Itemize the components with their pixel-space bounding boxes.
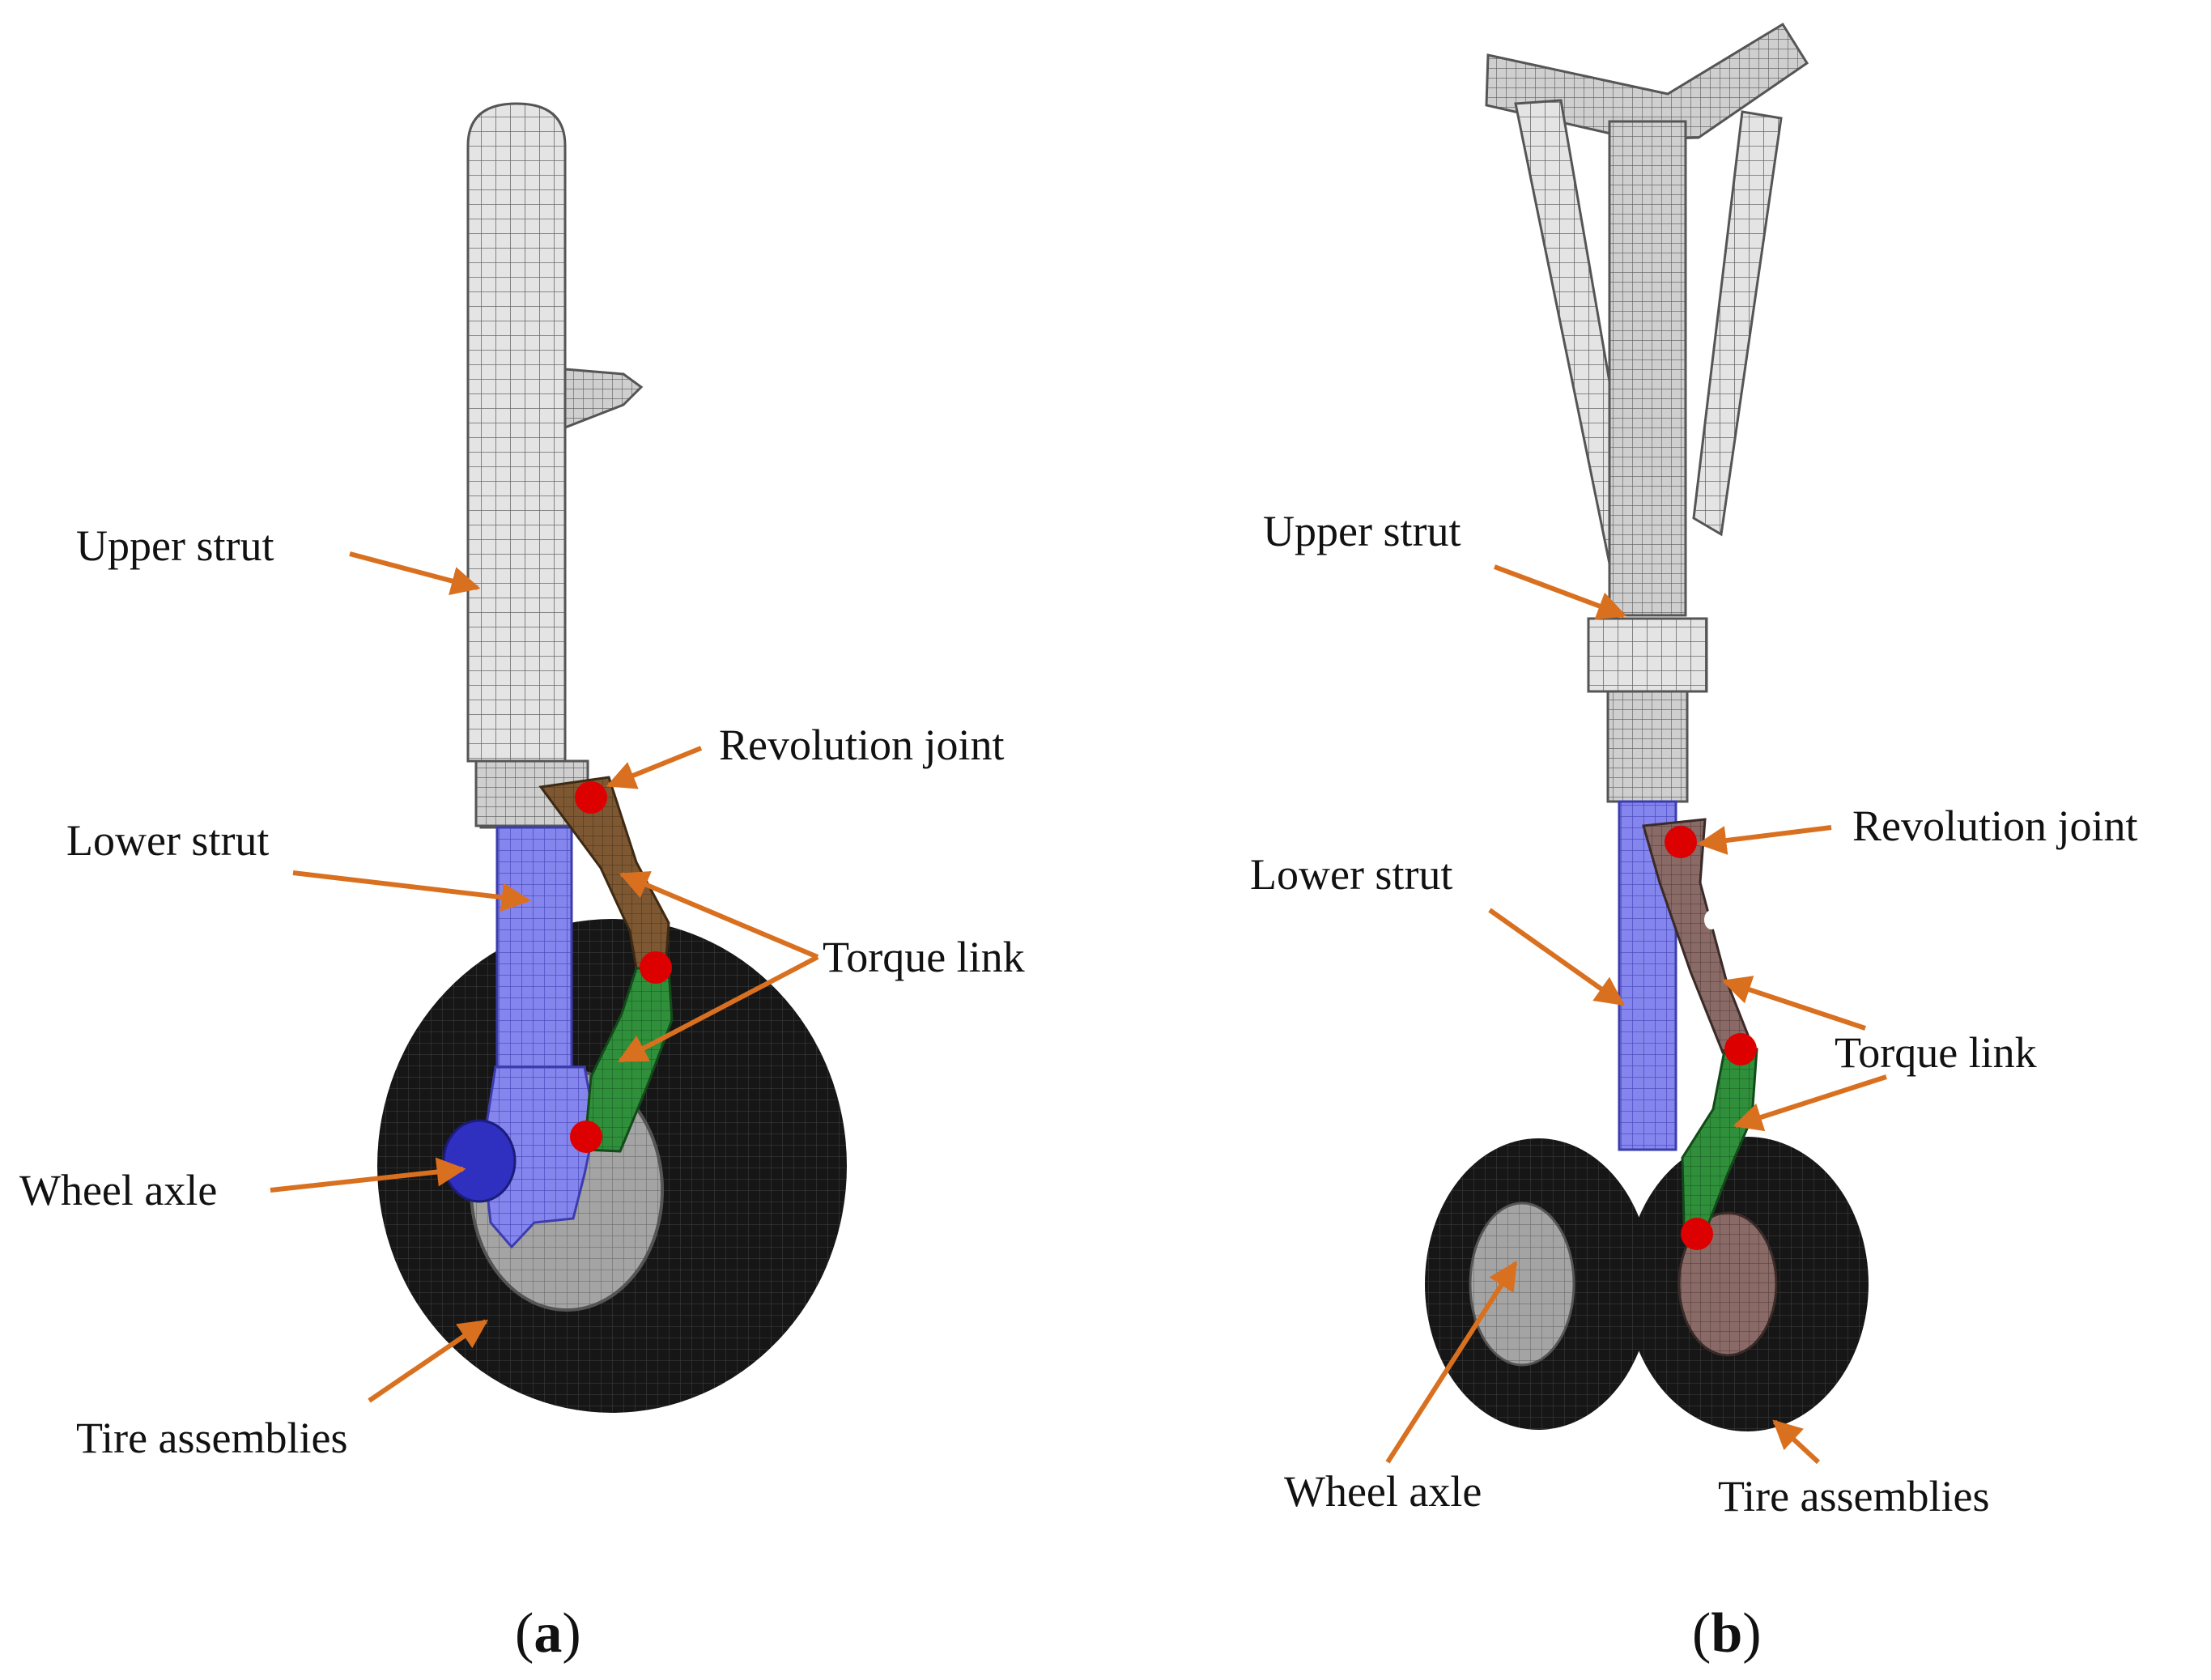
panel-b-arrow-wheel-axle [1385,1260,1518,1464]
panel-b-arrow-torque-link-lower [1733,1074,1887,1132]
panel-a-arrow-tire-assemblies [368,1319,488,1403]
panel-a-joint-marker-mid [640,951,672,984]
panel-b-arrow-torque-link-upper [1721,976,1866,1031]
panel-a-joint-marker-bottom [570,1121,602,1153]
panel-a: Upper strut Revolution joint Lower strut… [19,102,1025,1665]
panel-a-arrow-lower-strut [292,870,531,912]
panel-b: Upper strut Revolution joint Lower strut… [1250,22,2138,1665]
panel-b-label-tire-assemblies: Tire assemblies [1718,1472,1990,1521]
panel-b-arrow-tire-assemblies [1772,1419,1821,1465]
panel-b-joint-marker-top [1665,826,1697,858]
panel-a-label-wheel-axle: Wheel axle [19,1166,217,1214]
panel-b-label-lower-strut: Lower strut [1250,850,1452,899]
panel-a-upper-strut [466,102,567,829]
panel-b-frame-top [1485,22,1809,141]
panel-a-label-upper-strut: Upper strut [76,521,274,570]
panel-a-arrow-torque-link-upper [619,870,819,959]
panel-b-arrow-upper-strut [1493,564,1627,620]
panel-a-joint-marker-top [575,781,607,814]
panel-a-arrow-revolution-joint [606,746,703,789]
panel-a-arrow-upper-strut [349,551,481,596]
panel-b-upper-strut-lower [1606,690,1689,803]
panel-b-frame-right-leg [1692,110,1783,537]
panel-b-upper-strut [1608,120,1687,617]
panel-b-label-torque-link: Torque link [1835,1028,2037,1077]
panel-a-side-lug [563,368,644,430]
panel-a-label-tire-assemblies: Tire assemblies [76,1414,348,1462]
panel-b-joint-marker-bottom [1681,1218,1713,1250]
panel-b-joint-marker-mid [1724,1033,1757,1065]
panel-a-label-torque-link: Torque link [823,933,1025,981]
panel-a-caption: (a) [515,1602,581,1665]
panel-b-label-upper-strut: Upper strut [1263,507,1461,555]
panel-b-caption: (b) [1692,1602,1762,1665]
panel-a-arrow-wheel-axle [270,1157,466,1193]
panel-b-strut-collar [1587,617,1708,693]
panel-a-wheel-axle [442,1119,517,1203]
panel-a-lower-strut [495,826,573,1072]
panel-a-label-revolution-joint: Revolution joint [719,721,1005,769]
panel-b-arrow-lower-strut [1488,908,1625,1006]
panel-b-torque-link-hole [1704,910,1719,929]
panel-b-label-wheel-axle: Wheel axle [1284,1467,1482,1516]
panel-b-arrow-revolution-joint [1697,825,1832,855]
panel-a-label-lower-strut: Lower strut [66,816,269,865]
panel-b-hub-front [1469,1202,1575,1367]
panel-b-label-revolution-joint: Revolution joint [1852,802,2138,850]
panel-a-arrow-torque-link-lower [617,955,819,1063]
